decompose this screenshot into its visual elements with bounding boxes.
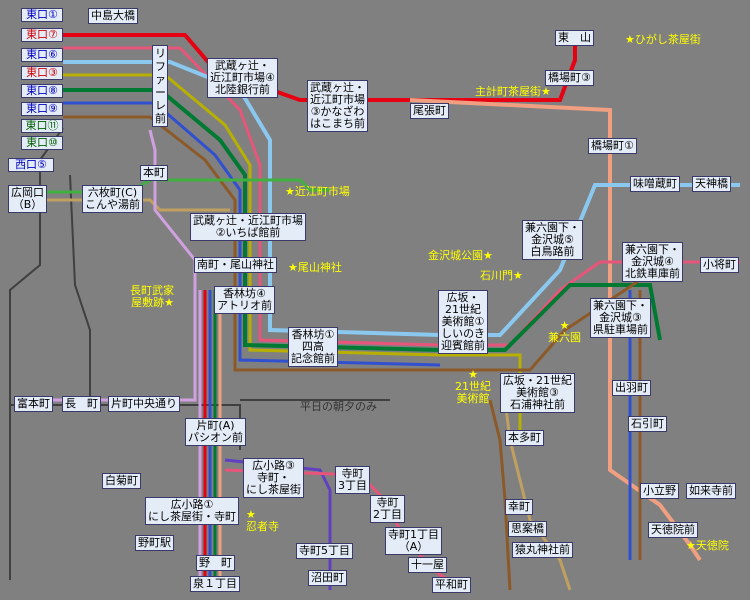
- gate-east-10: 東口⑩: [21, 136, 63, 150]
- stop-ishibikicho: 石引町: [628, 416, 667, 432]
- stop-higashiyama: 東 山: [555, 30, 594, 46]
- stop-kenroku-5: 兼六園下・ 金沢城⑤ 白鳥路前: [522, 220, 583, 260]
- stop-misokura: 味噌蔵町: [630, 176, 680, 192]
- stop-shiragiku: 白菊町: [102, 473, 141, 489]
- gate-west-5: 西口⑤: [8, 158, 54, 172]
- landmark-nagamachi: 長町武家 屋敷跡★: [130, 284, 174, 309]
- gate-east-3: 東口③: [21, 66, 63, 80]
- stop-shiankyo: 思案橋: [508, 521, 547, 537]
- stop-katamachi-chuo: 片町中央通り: [108, 396, 180, 412]
- landmark-ishikawa-gate: 石川門★: [480, 269, 523, 282]
- stop-teramachi-5: 寺町5丁目: [296, 543, 353, 559]
- stop-owaricho: 尾張町: [410, 103, 449, 119]
- stop-kenroku-ken: 兼六園下・ 金沢城③ 県駐車場前: [590, 298, 651, 338]
- stop-hirokoji-3: 広小路③ 寺町・ にし茶屋街: [243, 458, 304, 498]
- stop-musashi-3: 武蔵ヶ辻・ 近江町市場 ③かなざわ はこまち前: [307, 80, 368, 132]
- gate-east-6: 東口⑥: [21, 48, 63, 62]
- stop-musashi-4: 武蔵ヶ辻・ 近江町市場④ 北陸銀行前: [207, 58, 278, 98]
- stop-korinbo-1: 香林坊① 四高 記念館前: [288, 327, 338, 367]
- stop-hirosaka-1: 広坂・ 21世紀 美術館① しいのき 迎賓館前: [438, 290, 488, 354]
- line-blue: [63, 101, 441, 367]
- line-saiwai2: [488, 399, 512, 591]
- gate-east-9: 東口⑨: [21, 102, 63, 116]
- gate-east-11: 東口⑪: [21, 119, 63, 133]
- stop-teramachi-1: 寺町1丁目 （A）: [385, 527, 442, 555]
- stop-tenjinbashi: 天神橋: [692, 176, 731, 192]
- stop-teramachi-2: 寺町 2丁目: [370, 495, 405, 523]
- landmark-museum21: ★ 21世紀 美術館: [455, 368, 491, 405]
- line-dark-left2: [69, 174, 91, 410]
- landmark-kenrokuen: ★ 兼六園: [548, 319, 581, 344]
- stop-numata: 沼田町: [308, 570, 347, 586]
- landmark-kazuemachi: 主計町茶屋街★: [475, 85, 551, 98]
- stop-kosho: 小将町: [700, 257, 739, 273]
- stop-teramachi-3: 寺町 3丁目: [335, 466, 370, 494]
- landmark-oyama: ★尾山神社: [288, 261, 342, 274]
- stop-hiroka: 広岡口 （B）: [8, 185, 47, 213]
- stop-kodatsuno: 小立野: [640, 483, 679, 499]
- stop-kenroku-4: 兼六園下・ 金沢城④ 北鉄車庫前: [622, 242, 683, 282]
- stop-juichiya: 十一屋: [408, 557, 447, 573]
- stop-heiwa: 平和町: [432, 577, 471, 593]
- landmark-tentokuin: ★天徳院: [686, 539, 729, 552]
- line-darkgreen: [63, 88, 662, 352]
- gate-east-8: 東口⑧: [21, 84, 63, 98]
- stop-nomachi-eki: 野町駅: [135, 535, 174, 551]
- line-brown: [63, 115, 641, 372]
- stop-nagamachi: 長 町: [62, 396, 101, 412]
- landmark-ninjadera: ★ 忍者寺: [246, 508, 279, 533]
- stop-hondamachi: 本多町: [505, 430, 544, 446]
- stop-honmachi: 本町: [140, 165, 168, 181]
- stop-korinbo-4: 香林坊④ アトリオ前: [214, 286, 275, 314]
- stop-tentokuin: 天徳院前: [648, 522, 698, 538]
- landmark-kanazawa-castle: 金沢城公園★: [428, 249, 493, 262]
- stop-hirosaka-3: 広坂・21世紀 美術館③ 石浦神社前: [500, 373, 575, 413]
- stop-nomachi: 野 町: [196, 555, 235, 571]
- stop-minami-owari: 南町・尾山神社: [194, 257, 277, 273]
- stop-izumi-1: 泉１丁目: [190, 576, 240, 592]
- gate-east-1: 東口①: [21, 8, 63, 22]
- landmark-omicho: ★近江町市場: [285, 185, 350, 198]
- stop-tomimoto: 富本町: [14, 396, 53, 412]
- stop-hashibacho-1: 橋場町①: [588, 138, 637, 154]
- stop-hirokoji-1: 広小路① にし茶屋街・寺町: [145, 497, 239, 525]
- stop-rokumai: 六枚町(C) こんや湯前: [82, 185, 143, 213]
- stop-hashibacho-3: 橋場町③: [545, 70, 594, 86]
- stop-nyoraiji: 如来寺前: [686, 483, 736, 499]
- gate-east-7: 東口⑦: [21, 28, 63, 42]
- note-weekday-morning: 平日の朝夕のみ: [300, 400, 377, 413]
- stop-refare-mae: リファーレ前: [152, 45, 168, 127]
- stop-sarumaru: 猿丸神社前: [512, 542, 573, 558]
- stop-demachi: 出羽町: [612, 380, 651, 396]
- stop-saiwai: 幸町: [505, 499, 533, 515]
- line-saiwai: [503, 399, 572, 591]
- line-salmon: [409, 98, 702, 562]
- stop-katamachi-a: 片町(A) パシオン前: [185, 418, 246, 446]
- stop-musashi-2: 武蔵ヶ辻・近江町市場 ②いちば館前: [190, 213, 306, 241]
- landmark-higashi-chaya: ★ひがし茶屋街: [625, 33, 701, 46]
- stop-nakajima: 中島大橋: [88, 8, 138, 24]
